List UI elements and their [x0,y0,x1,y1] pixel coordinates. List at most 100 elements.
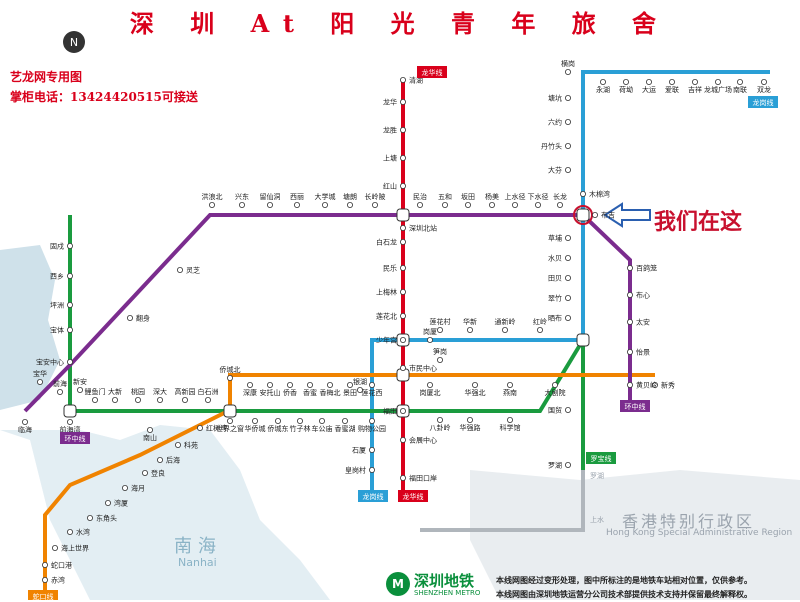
station-label: 深圳北站 [409,224,437,233]
station-label: 上水径 [505,192,526,201]
station-label: 水湾 [76,528,90,537]
station-label: 塘朗 [343,192,357,201]
line-badge-label: 龙岗线 [753,98,774,107]
station-dot [368,381,375,388]
station-label: 怡景 [636,348,650,357]
footer-sub: SHENZHEN METRO [414,589,481,597]
station-dot [761,79,768,86]
station-label: 荷坳 [619,85,633,94]
station-label: 上塘 [383,154,397,163]
station-label: 黄贝岭 [636,381,657,390]
station-dot [399,127,406,134]
station-dot [436,356,443,363]
station-label: 会展中心 [409,436,437,445]
station-label: 高新园 [175,387,196,396]
station-dot [506,381,513,388]
pointer-arrow [603,202,651,228]
station-dot [565,166,572,173]
station-dot [552,381,559,388]
station-label: 购物公园 [358,424,386,433]
station-label: 深康 [243,388,257,397]
station-dot [274,417,281,424]
station-dot [226,417,233,424]
station-dot [399,182,406,189]
station-dot [368,417,375,424]
station-label: 笋岗 [433,347,447,356]
svg-text:N: N [70,36,78,49]
station-label: 湾厦 [114,499,128,508]
station-dot [321,201,328,208]
here-label: 我们在这 [654,209,743,235]
station-dot [346,381,353,388]
station-dot [436,416,443,423]
station-dot [141,469,148,476]
hk-station-label: 罗湖 [590,471,604,480]
station-label: 塘坑 [548,94,562,103]
station-label: 香梅北 [320,388,341,397]
station-dot [146,426,153,433]
station-label: 横岗 [561,59,575,68]
station-dot [67,418,74,425]
station-label: 白石龙 [376,238,397,247]
station-label: 灵芝 [186,266,200,275]
station-label: 福田口岸 [409,474,437,483]
station-label: 田贝 [548,275,562,283]
longgang-line [370,70,770,490]
station-label: 福田 [383,407,397,416]
station-label: 海上世界 [61,544,89,553]
station-dot [318,417,325,424]
station-label: 桃园 [131,387,145,396]
station-label: 上梅林 [376,288,397,297]
station-dot [488,201,495,208]
station-dot [399,288,406,295]
station-dot [346,201,353,208]
sea-label-en: Nanhai [178,556,217,569]
station-dot [296,417,303,424]
station-dot [471,381,478,388]
station-dot [176,266,183,273]
station-label: 民乐 [383,264,397,273]
station-label: 大运 [642,85,656,94]
station-label: 宝华 [33,369,47,378]
station-dot [399,336,406,343]
station-label: 岗厦 [423,328,437,336]
station-dot [399,238,406,245]
station-label: 海月 [131,484,145,493]
station-label: 石厦 [352,447,366,455]
station-label: 香蜜湖 [335,424,356,433]
station-label: 华新 [463,317,477,326]
line-badge [748,96,778,108]
station-dot [565,234,572,241]
footer-name: 深圳地铁 [414,572,475,590]
station-dot [464,201,471,208]
station-label: 翠竹 [548,294,562,303]
station-dot [692,79,699,86]
station-label: 南联 [733,85,747,94]
station-dot [293,201,300,208]
station-dot [441,201,448,208]
station-dot [627,318,634,325]
station-dot [565,461,572,468]
station-dot [77,386,84,393]
station-label: 太安 [636,318,650,327]
station-dot [87,515,94,522]
station-dot [156,456,163,463]
station-dot [204,396,211,403]
station-dot [127,314,134,321]
station-dot [42,577,49,584]
station-dot [669,79,676,86]
metro-logo-icon: M [386,572,410,596]
station-dot [623,79,630,86]
line-badge-label: 罗宝线 [591,454,612,463]
station-label: 银湖 [353,377,367,386]
station-label: 华侨城 [245,424,266,433]
station-label: 西丽 [290,193,304,201]
hk-label-en: Hong Kong Special Administrative Region [606,528,793,538]
station-label: 侨城东 [268,424,289,433]
station-dot [565,274,572,281]
station-dot [652,381,659,388]
phone-text: 掌柜电话：13424420515可接送 [10,90,198,104]
sea-label-cn: 南海 [174,536,222,557]
station-label: 龙胜 [383,126,397,135]
station-label: 洪浪北 [202,192,223,201]
